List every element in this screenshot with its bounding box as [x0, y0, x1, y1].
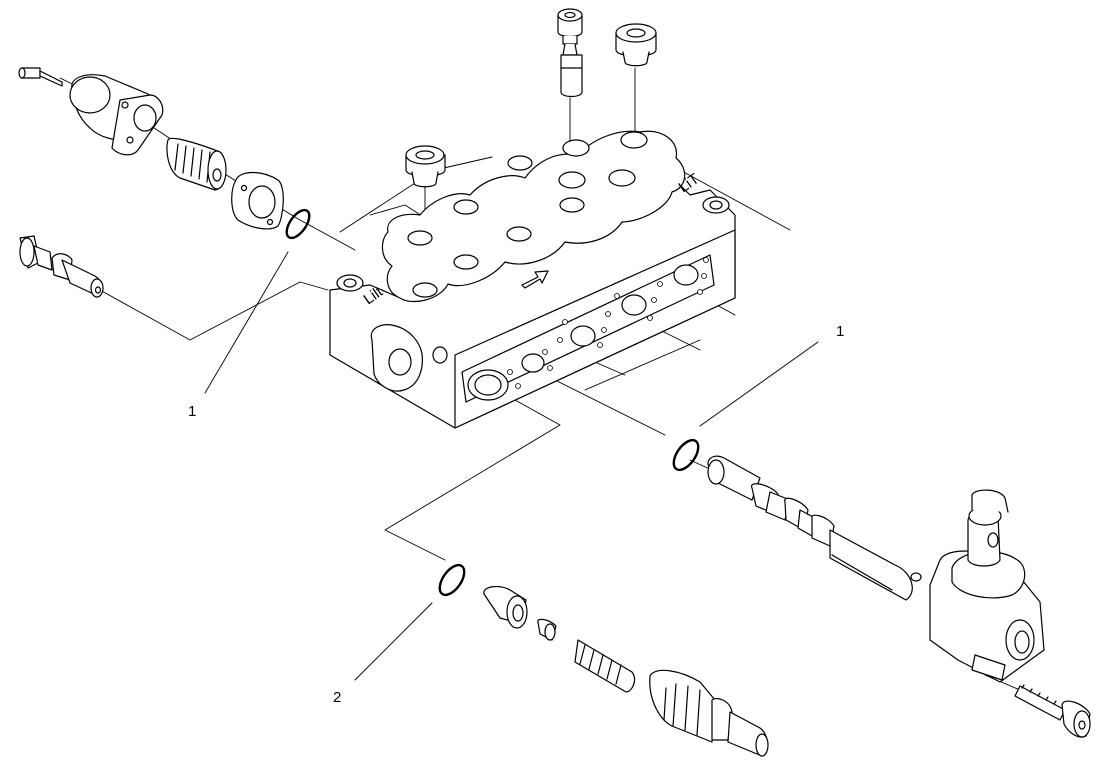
callout-oring-right: 1 [836, 323, 844, 340]
flow-arrow-icon [522, 271, 548, 288]
plate-holes [408, 132, 647, 297]
oring-upper-left [282, 206, 313, 241]
solenoid-assembly [19, 68, 283, 229]
top-plug-right [616, 24, 656, 66]
valve-body [330, 131, 735, 428]
front-ports [468, 265, 698, 400]
top-plug-left [406, 146, 445, 187]
oring-bottom [435, 561, 469, 599]
cartridge-left [20, 236, 103, 297]
front-bolt-holes [508, 258, 709, 389]
oring-right [669, 436, 703, 474]
actuator-block [930, 490, 1044, 682]
spool [708, 456, 921, 600]
corner-bolts [337, 197, 729, 291]
screw-lower-right [1015, 685, 1090, 737]
top-check-valve [558, 9, 582, 97]
relief-valve [484, 587, 768, 756]
callout-oring-upper-left: 1 [188, 403, 196, 420]
callout-oring-bottom: 2 [333, 689, 341, 706]
